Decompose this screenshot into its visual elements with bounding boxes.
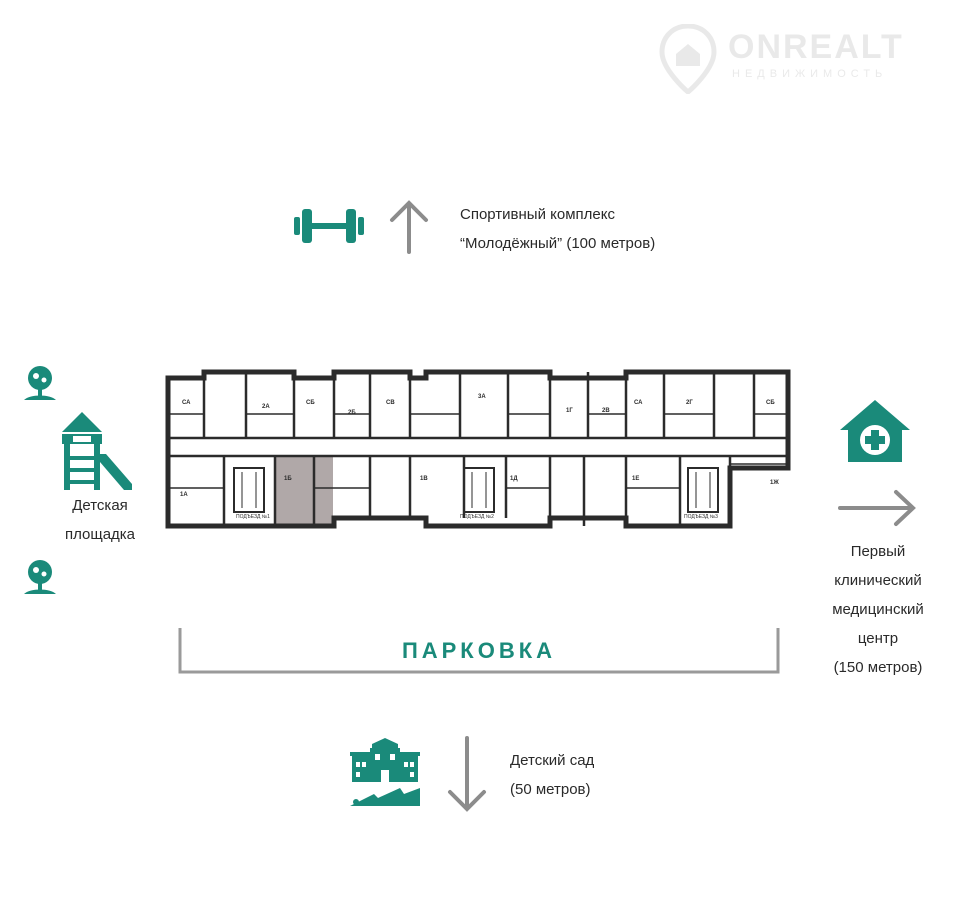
arrow-down-icon <box>448 736 486 812</box>
playground-label: Детская площадка <box>40 491 160 549</box>
apt-label: 1А <box>180 492 188 498</box>
kindergarten-line-1: Детский сад <box>510 752 595 769</box>
apt-label: СВ <box>386 400 395 406</box>
apt-label: СА <box>182 400 191 406</box>
watermark-title: ONREALT <box>728 28 904 66</box>
apt-label: СА <box>634 400 643 406</box>
clinic-label: Первый клинический медицинский центр (15… <box>808 537 948 682</box>
apt-label: 1Ж <box>770 480 779 486</box>
map-pin-icon <box>659 24 717 94</box>
apt-label: 3А <box>478 394 486 400</box>
sport-line-1: Спортивный комплекс <box>460 206 615 223</box>
apt-label: 2Б <box>348 410 356 416</box>
playground-line-1: Детская <box>72 497 128 514</box>
watermark-subtitle: НЕДВИЖИМОСТЬ <box>732 68 888 80</box>
apt-label: 1В <box>420 476 428 482</box>
kindergarten-line-2: (50 метров) <box>510 781 591 798</box>
sport-complex-label: Спортивный комплекс “Молодёжный” (100 ме… <box>460 200 760 258</box>
clinic-line-2: клинический <box>834 572 922 589</box>
parking-bracket <box>178 628 780 674</box>
clinic-line-5: (150 метров) <box>833 659 923 676</box>
floor-plan: СА 2А СБ 2Б СВ 3А 1Г 2В СА 2Г СБ 1А 1Б 1… <box>165 369 791 529</box>
entrance-label: ПОДЪЕЗД №3 <box>684 514 718 520</box>
dumbbell-icon <box>294 209 364 243</box>
arrow-right-icon <box>838 490 916 526</box>
tree-icon <box>24 560 56 594</box>
highlighted-apartment <box>275 456 333 526</box>
watermark-logo: ONREALT НЕДВИЖИМОСТЬ <box>658 24 938 94</box>
apt-label: 2В <box>602 408 610 414</box>
apt-label: 2Г <box>686 400 693 406</box>
clinic-line-1: Первый <box>850 543 906 560</box>
clinic-line-4: центр <box>857 630 899 647</box>
parking-label: ПАРКОВКА <box>401 638 557 663</box>
clinic-line-3: медицинский <box>832 601 924 618</box>
medical-house-icon <box>840 400 910 462</box>
sport-line-2: “Молодёжный” (100 метров) <box>460 235 656 252</box>
apt-label: 1Д <box>510 476 518 482</box>
apt-label: СБ <box>766 400 775 406</box>
apt-label: 1Е <box>632 476 639 482</box>
entrance-label: ПОДЪЕЗД №1 <box>236 514 270 520</box>
apt-label: 1Г <box>566 408 573 414</box>
tree-icon <box>24 366 56 400</box>
apt-label: 1Б <box>284 476 292 482</box>
kindergarten-label: Детский сад (50 метров) <box>510 746 710 804</box>
playground-icon <box>62 412 132 490</box>
kindergarten-icon <box>350 738 420 806</box>
arrow-up-icon <box>390 200 428 254</box>
apt-label: СБ <box>306 400 315 406</box>
entrance-label: ПОДЪЕЗД №2 <box>460 514 494 520</box>
apt-label: 2А <box>262 404 270 410</box>
playground-line-2: площадка <box>64 526 136 543</box>
